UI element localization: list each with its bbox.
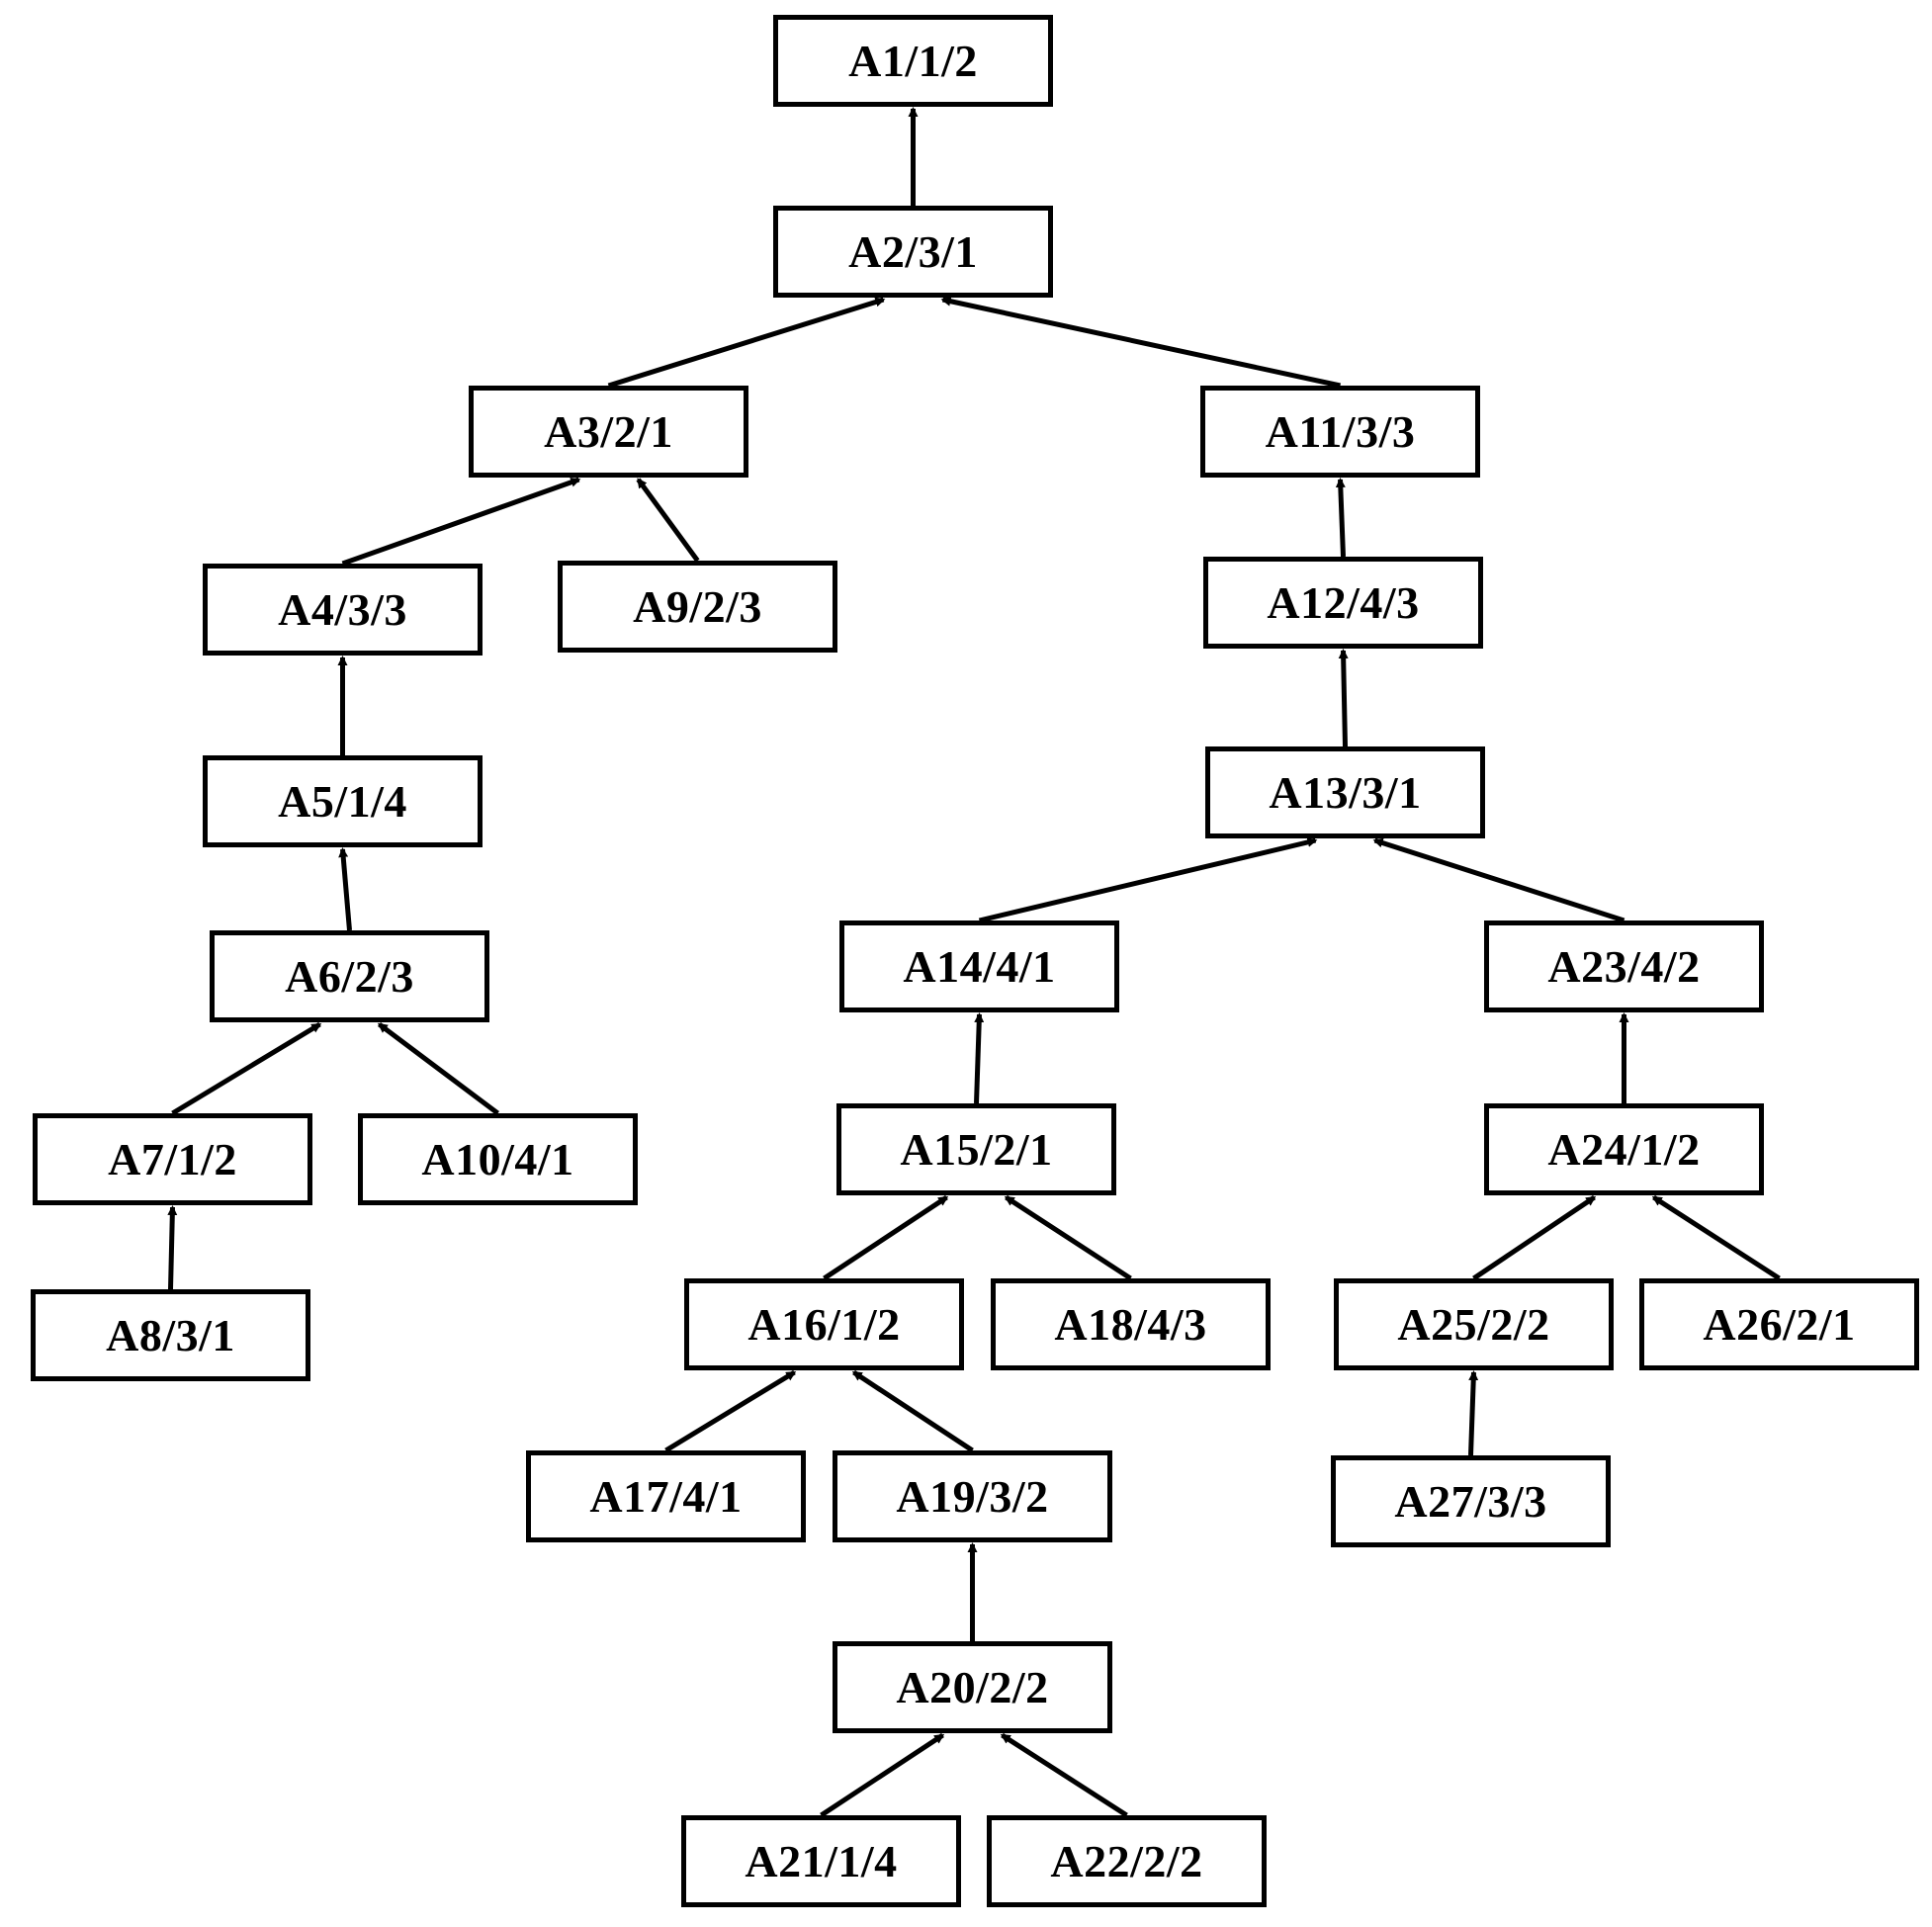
node-a4: A4/3/3 bbox=[203, 564, 483, 656]
node-label: A14/4/1 bbox=[903, 941, 1056, 992]
node-a11: A11/3/3 bbox=[1200, 386, 1480, 478]
node-a19: A19/3/2 bbox=[833, 1450, 1112, 1542]
node-a26: A26/2/1 bbox=[1639, 1278, 1919, 1370]
edge-a13-to-a12 bbox=[1338, 649, 1349, 747]
node-a10: A10/4/1 bbox=[358, 1113, 638, 1205]
node-label: A9/2/3 bbox=[633, 581, 762, 632]
node-label: A16/1/2 bbox=[747, 1299, 901, 1350]
node-label: A8/3/1 bbox=[106, 1310, 235, 1360]
edge-a21-to-a20 bbox=[820, 1732, 945, 1818]
edge-a10-to-a6 bbox=[377, 1022, 499, 1115]
node-label: A3/2/1 bbox=[544, 406, 673, 457]
node-a18: A18/4/3 bbox=[991, 1278, 1271, 1370]
node-a2: A2/3/1 bbox=[773, 206, 1053, 298]
edge-a27-to-a25 bbox=[1468, 1370, 1479, 1456]
edge-a8-to-a7 bbox=[167, 1205, 178, 1290]
edge-a26-to-a24 bbox=[1651, 1194, 1781, 1281]
edge-a12-to-a11 bbox=[1335, 478, 1346, 558]
edge-a3-to-a2 bbox=[607, 297, 886, 389]
node-a3: A3/2/1 bbox=[469, 386, 748, 478]
edge-a23-to-a13 bbox=[1372, 837, 1625, 923]
node-a6: A6/2/3 bbox=[210, 930, 489, 1022]
node-a13: A13/3/1 bbox=[1205, 746, 1485, 838]
node-label: A17/4/1 bbox=[589, 1471, 743, 1522]
node-a27: A27/3/3 bbox=[1331, 1455, 1611, 1547]
edge-a14-to-a13 bbox=[978, 836, 1318, 923]
edge-a17-to-a16 bbox=[664, 1369, 797, 1453]
edge-a15-to-a14 bbox=[974, 1012, 985, 1104]
node-a5: A5/1/4 bbox=[203, 755, 483, 847]
edge-a25-to-a24 bbox=[1472, 1194, 1597, 1281]
node-label: A19/3/2 bbox=[896, 1471, 1049, 1522]
edge-a11-to-a2 bbox=[940, 296, 1342, 389]
node-a23: A23/4/2 bbox=[1484, 920, 1764, 1012]
node-a25: A25/2/2 bbox=[1334, 1278, 1614, 1370]
edge-a4-to-a3 bbox=[341, 477, 581, 567]
node-label: A27/3/3 bbox=[1394, 1476, 1547, 1527]
edge-a22-to-a20 bbox=[1000, 1732, 1128, 1818]
node-a20: A20/2/2 bbox=[833, 1641, 1112, 1733]
node-a22: A22/2/2 bbox=[987, 1815, 1267, 1907]
edge-a7-to-a6 bbox=[171, 1021, 322, 1116]
node-a17: A17/4/1 bbox=[526, 1450, 806, 1542]
node-a14: A14/4/1 bbox=[839, 920, 1119, 1012]
node-label: A26/2/1 bbox=[1703, 1299, 1856, 1350]
node-label: A15/2/1 bbox=[900, 1124, 1053, 1175]
node-label: A25/2/2 bbox=[1397, 1299, 1550, 1350]
edge-a16-to-a15 bbox=[823, 1194, 949, 1281]
node-label: A7/1/2 bbox=[108, 1134, 237, 1184]
edge-a9-to-a3 bbox=[636, 478, 700, 563]
node-label: A1/1/2 bbox=[848, 36, 978, 86]
node-a1: A1/1/2 bbox=[773, 15, 1053, 107]
node-label: A11/3/3 bbox=[1265, 406, 1416, 457]
node-label: A2/3/1 bbox=[848, 226, 978, 277]
node-a8: A8/3/1 bbox=[31, 1289, 310, 1381]
node-label: A23/4/2 bbox=[1547, 941, 1701, 992]
node-label: A4/3/3 bbox=[278, 584, 407, 635]
node-label: A22/2/2 bbox=[1050, 1836, 1203, 1886]
node-a7: A7/1/2 bbox=[33, 1113, 312, 1205]
node-label: A20/2/2 bbox=[896, 1662, 1049, 1712]
edge-a18-to-a15 bbox=[1004, 1194, 1132, 1281]
node-label: A10/4/1 bbox=[421, 1134, 574, 1184]
node-a24: A24/1/2 bbox=[1484, 1103, 1764, 1195]
node-a16: A16/1/2 bbox=[684, 1278, 964, 1370]
node-a15: A15/2/1 bbox=[836, 1103, 1116, 1195]
node-a21: A21/1/4 bbox=[681, 1815, 961, 1907]
node-label: A6/2/3 bbox=[285, 951, 414, 1002]
node-label: A12/4/3 bbox=[1267, 577, 1420, 628]
node-label: A21/1/4 bbox=[745, 1836, 898, 1886]
node-a9: A9/2/3 bbox=[558, 561, 837, 653]
node-label: A13/3/1 bbox=[1269, 767, 1422, 818]
node-label: A5/1/4 bbox=[278, 776, 407, 827]
edge-a6-to-a5 bbox=[338, 847, 352, 931]
node-label: A24/1/2 bbox=[1547, 1124, 1701, 1175]
node-label: A18/4/3 bbox=[1054, 1299, 1207, 1350]
node-a12: A12/4/3 bbox=[1203, 557, 1483, 649]
edge-a19-to-a16 bbox=[851, 1369, 974, 1453]
